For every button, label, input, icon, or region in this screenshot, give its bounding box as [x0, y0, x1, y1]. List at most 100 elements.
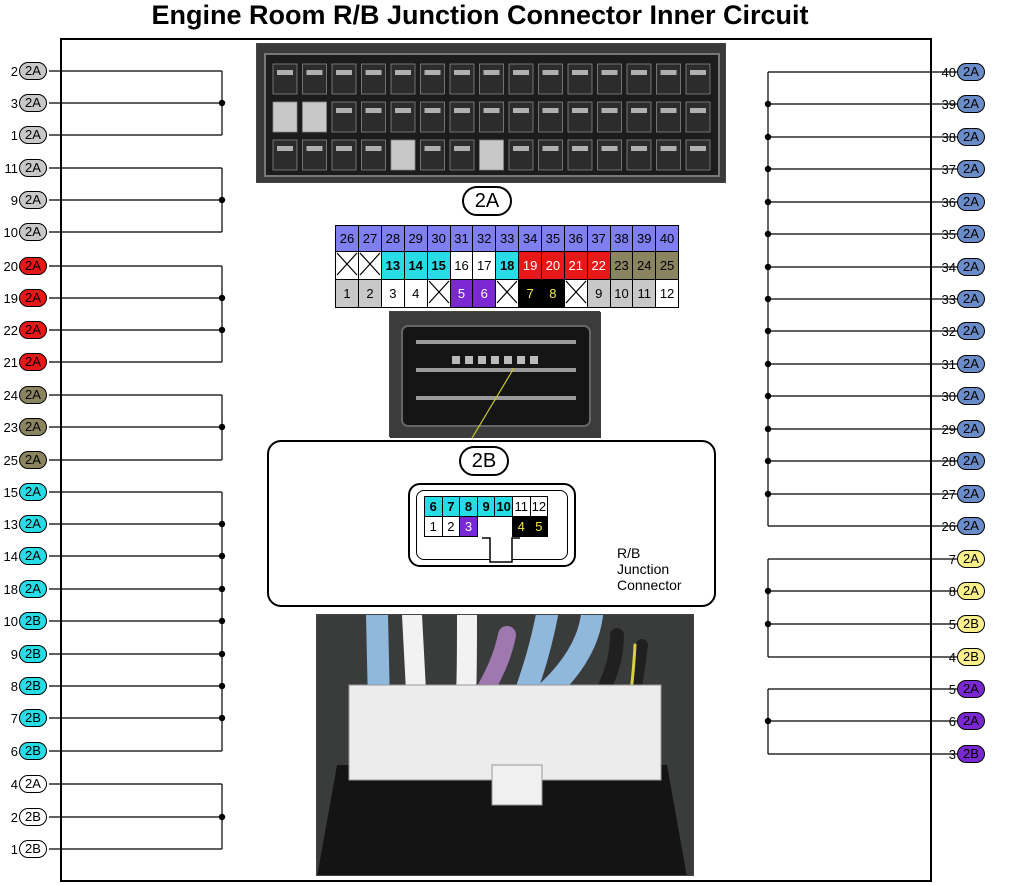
terminal-slot — [479, 101, 504, 133]
junction-dot — [764, 620, 772, 628]
unused-pin-cell — [335, 251, 359, 280]
connector-badge: 2A — [957, 712, 985, 730]
pin-number: 26 — [941, 518, 956, 534]
junction-dot — [764, 425, 772, 433]
connector-badge: 2A — [19, 62, 47, 80]
pin-number: 4 — [10, 776, 18, 792]
pin-number: 7 — [10, 710, 18, 726]
terminal-slot — [626, 101, 652, 133]
terminal-pin — [631, 70, 647, 75]
terminal-pin — [660, 146, 677, 151]
pin-cell: 4 — [511, 516, 531, 537]
terminal-slot — [479, 63, 504, 95]
terminal-slot — [597, 63, 622, 95]
pin-number: 38 — [941, 129, 956, 145]
terminal-pin — [365, 108, 382, 113]
terminal-pin — [306, 146, 323, 151]
pin-cell: 12 — [655, 279, 679, 308]
wire-harness-photo-drawing — [317, 615, 693, 875]
pin-number: 36 — [941, 194, 956, 210]
connector-badge: 2A — [19, 775, 47, 793]
terminal-pin — [660, 108, 677, 113]
connector-badge: 2A — [957, 128, 985, 146]
connector-badge: 2A — [19, 580, 47, 598]
terminal-pin — [365, 70, 382, 75]
junction-dot — [218, 552, 226, 560]
junction-dot — [218, 585, 226, 593]
connector-badge: 2A — [19, 257, 47, 275]
wire-harness-photo — [316, 614, 694, 876]
pin-number: 3 — [10, 95, 18, 111]
terminal-slot — [449, 139, 475, 171]
terminal-pin — [513, 108, 529, 113]
connector-2a-label: 2A — [462, 186, 512, 216]
terminal-slot — [656, 101, 681, 133]
pin-number: 24 — [3, 387, 18, 403]
junction-dot — [218, 650, 226, 658]
terminal-pin — [542, 108, 559, 113]
connector-badge: 2A — [957, 582, 985, 600]
terminal-slot — [685, 139, 711, 171]
connector-badge: 2B — [19, 612, 47, 630]
connector-2a-photo-drawing — [264, 53, 720, 177]
pin-cell: 40 — [655, 225, 679, 252]
pin-cell: 12 — [529, 496, 549, 517]
junction-dot — [218, 617, 226, 625]
connector-badge: 2B — [957, 648, 985, 666]
pin-number: 7 — [948, 551, 956, 567]
connector-badge: 2B — [19, 840, 47, 858]
pin-number: 6 — [948, 713, 956, 729]
terminal-pin — [454, 70, 470, 75]
pin-cell: 6 — [424, 496, 443, 517]
junction-dot — [218, 196, 226, 204]
pin-cell: 3 — [459, 516, 478, 537]
pin-cell: 29 — [403, 225, 428, 252]
unused-pin-cross — [336, 252, 358, 276]
pin-number: 22 — [3, 322, 18, 338]
junction-dot — [764, 457, 772, 465]
terminal-pin — [513, 70, 529, 75]
terminal-pin — [483, 108, 500, 113]
terminal-slot — [597, 139, 622, 171]
connector-badge: 2A — [957, 680, 985, 698]
unused-pin-cell — [358, 251, 382, 280]
caption-line: R/B — [617, 545, 641, 561]
pin-number: 27 — [941, 486, 956, 502]
connector-badge: 2A — [957, 193, 985, 211]
terminal-pin — [504, 356, 512, 364]
pin-cell: 4 — [403, 279, 428, 308]
junction-dot — [764, 263, 772, 271]
terminal-pin — [454, 108, 470, 113]
pin-cell: 2 — [441, 516, 461, 537]
caption-line: Connector — [617, 577, 682, 593]
connector-badge: 2A — [19, 289, 47, 307]
terminal-pin — [660, 70, 677, 75]
pin-number: 18 — [3, 581, 18, 597]
pin-cell: 20 — [540, 251, 565, 280]
terminal-pin — [530, 356, 538, 364]
terminal-pin — [424, 108, 441, 113]
pin-cell: 22 — [586, 251, 611, 280]
terminal-slot — [567, 139, 593, 171]
connector-badge: 2B — [957, 745, 985, 763]
pin-cell: 21 — [563, 251, 588, 280]
